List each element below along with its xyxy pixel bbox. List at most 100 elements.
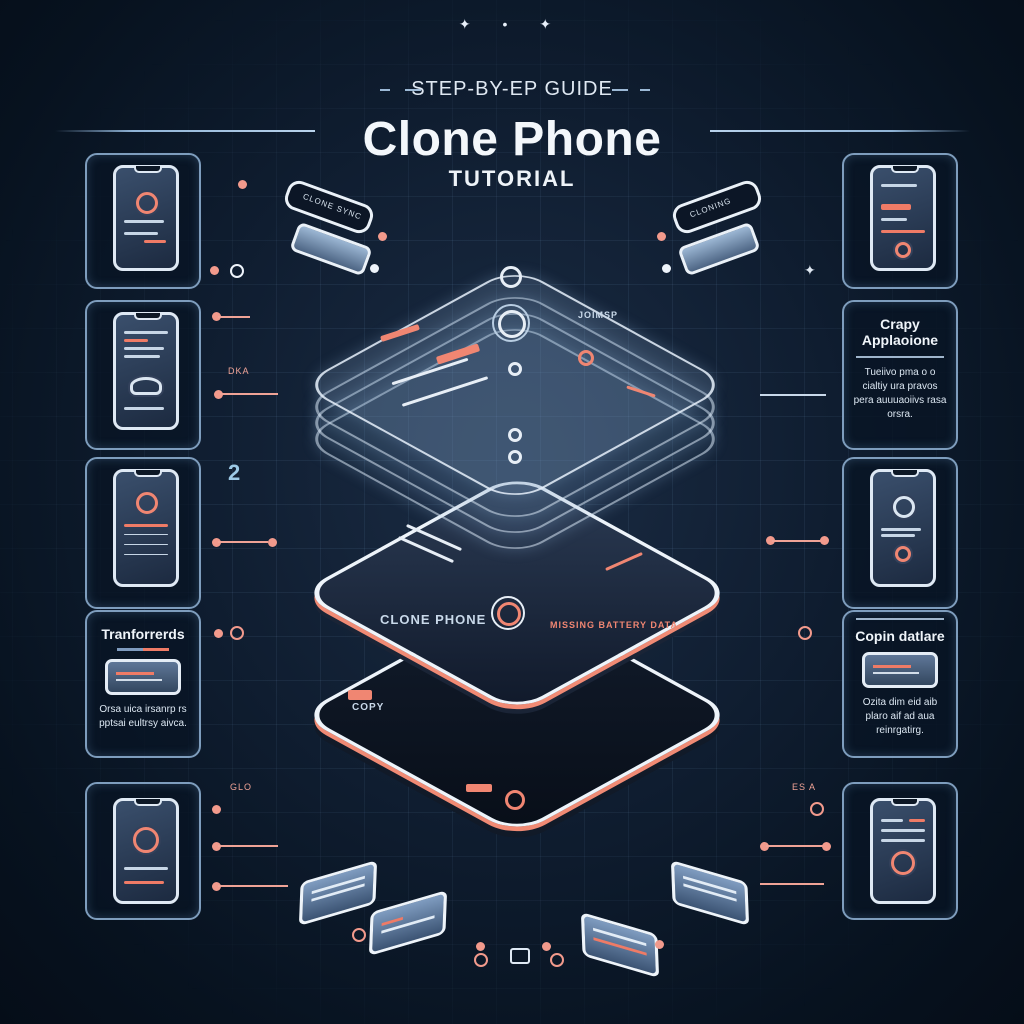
connector-node (230, 264, 244, 278)
phone-illustration (870, 469, 936, 587)
connector-node (370, 264, 379, 273)
connector-node (798, 626, 812, 640)
dot-icon (578, 350, 594, 366)
card-title: Tranforrerds (101, 626, 185, 642)
connector-node (822, 842, 831, 851)
divider (856, 618, 944, 620)
divider (856, 356, 944, 358)
progress-bar (117, 648, 169, 651)
ui-block (466, 784, 492, 792)
ui-block (348, 690, 372, 700)
right-card-spiral (842, 782, 958, 920)
connector-node (352, 928, 366, 942)
dot-icon (508, 428, 522, 442)
connector-node (214, 390, 223, 399)
cloud-sync-icon (130, 377, 162, 395)
annotation-label: DKA (228, 366, 250, 376)
connector-node (268, 538, 277, 547)
brand-text: CLONE PHONE (380, 612, 487, 627)
guide-subtitle: STEP-BY-EP GUIDE (411, 78, 613, 100)
left-card-spiral (85, 782, 201, 920)
annotation-label: ES A (792, 782, 817, 792)
annotation-label: GLO (230, 782, 253, 792)
layer-text: COPY (352, 702, 385, 713)
card-title: Crapy Applaoione (844, 316, 956, 348)
connector-line (218, 316, 250, 318)
connector-line (220, 393, 278, 395)
connector-node (662, 264, 671, 273)
phone-illustration (870, 165, 936, 271)
connector-node (542, 942, 551, 951)
title-divider-left (55, 130, 315, 132)
fingerprint-icon (136, 492, 158, 514)
fingerprint-icon (893, 496, 915, 518)
left-card-cloud (85, 300, 201, 450)
connector-node (476, 942, 485, 951)
connector-node (230, 626, 244, 640)
connector-line (760, 394, 826, 396)
tutorial-label: TUTORIAL (448, 166, 576, 191)
connector-node (214, 629, 223, 638)
divider (405, 89, 421, 91)
target-ring (492, 304, 530, 342)
spiral-icon (891, 851, 915, 875)
card-body: Ozita dim eid aib plaro aif ad aua reinr… (862, 697, 938, 736)
connector-node (212, 805, 221, 814)
phone-illustration (113, 798, 179, 904)
title-divider-right (710, 130, 970, 132)
left-card-transfer: Tranforrerds Orsa uica irsanrp rs pptsai… (85, 610, 201, 758)
phone-illustration (870, 798, 936, 904)
card-title-text: Crapy Applaoione (861, 316, 939, 348)
page-title: Clone Phone (362, 113, 662, 166)
connector-node (212, 312, 221, 321)
connector-node (550, 953, 564, 967)
status-text: MISSING BATTERY DATA (550, 620, 678, 630)
step-number: 2 (228, 460, 241, 485)
sparkle-icon: ✦ • ✦ (458, 16, 566, 32)
card-body: Tueiivo pma o o cialtiy ura pravos pera … (853, 367, 947, 420)
left-card-lock (85, 153, 201, 289)
connector-node (210, 266, 219, 275)
dot-icon (508, 450, 522, 464)
shield-icon (895, 546, 911, 562)
divider (380, 89, 390, 91)
right-card-record (842, 153, 958, 289)
sparkle-icon: ✦ (804, 262, 816, 278)
divider (612, 89, 628, 91)
connector-node (657, 232, 666, 241)
dot-icon (508, 362, 522, 376)
connector-line (766, 845, 826, 847)
record-icon (505, 790, 525, 810)
phone-illustration (113, 469, 179, 587)
phone-illustration (113, 165, 179, 271)
spiral-icon (133, 827, 159, 853)
right-card-shield (842, 457, 958, 609)
device-icon (862, 652, 938, 688)
connector-node (820, 536, 829, 545)
connector-node (378, 232, 387, 241)
ring-icon (500, 266, 522, 288)
lock-icon (136, 192, 158, 214)
connector-line (760, 883, 824, 885)
connector-line (218, 885, 288, 887)
record-icon (895, 242, 911, 258)
device-icon (105, 659, 181, 695)
right-card-copy-data: Copin datlare Ozita dim eid aib plaro ai… (842, 610, 958, 758)
device-icon (510, 948, 530, 964)
phone-illustration (113, 312, 179, 430)
connector-line (772, 540, 826, 542)
layer-text: JOIMSP (578, 310, 619, 320)
connector-node (212, 538, 221, 547)
right-card-copy-apps: Crapy Applaoione Tueiivo pma o o cialtiy… (842, 300, 958, 450)
connector-node (655, 940, 664, 949)
card-body: Orsa uica irsanrp rs pptsai eultrsy aivc… (99, 704, 187, 729)
connector-line (218, 541, 268, 543)
connector-node (212, 882, 221, 891)
left-card-fingerprint (85, 457, 201, 609)
connector-node (766, 536, 775, 545)
divider (640, 89, 650, 91)
connector-node (474, 953, 488, 967)
connector-node (810, 802, 824, 816)
target-ring (491, 596, 525, 630)
